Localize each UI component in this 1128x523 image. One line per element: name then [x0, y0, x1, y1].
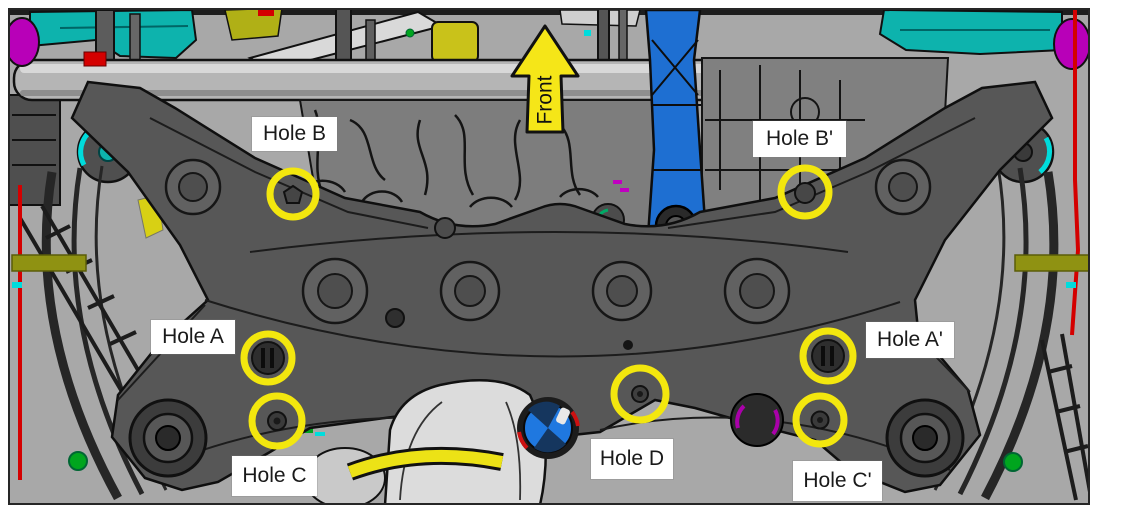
hole-a-prime-label: Hole A' [866, 322, 954, 358]
hole-b-feature [282, 184, 304, 204]
front-arrow: Front [510, 24, 580, 134]
hole-a-prime-ring [799, 327, 857, 385]
bushing-left [128, 398, 208, 478]
hole-a-label: Hole A [151, 320, 235, 354]
ball-joint [517, 397, 580, 459]
hole-c-prime-label: Hole C' [793, 461, 882, 501]
red-line-right [1070, 8, 1081, 336]
subframe-holes [251, 182, 845, 431]
hole-b-ring [266, 167, 320, 221]
green-bolt-left [68, 451, 88, 471]
hole-a-prime-feature [811, 339, 845, 373]
yellow-canister [431, 21, 479, 63]
green-bolt-right [1003, 452, 1023, 472]
hole-a-ring [240, 330, 296, 386]
hole-c-label: Hole C [232, 456, 317, 496]
hole-d-label: Hole D [591, 439, 673, 479]
red-line-left [18, 185, 22, 480]
front-arrow-label: Front [534, 75, 557, 124]
hole-b-prime-ring [777, 164, 833, 220]
hole-a-feature [251, 341, 285, 375]
yellow-band [347, 449, 504, 478]
olive-bar-left [11, 254, 87, 272]
subframe [68, 80, 1054, 494]
steering-parts [304, 379, 784, 505]
olive-bar-right [1014, 254, 1090, 272]
hole-c-ring [248, 392, 306, 450]
magenta-ring-part [730, 393, 784, 447]
teal-panel-right [878, 8, 1063, 56]
hatched-strut-right [1040, 333, 1090, 501]
hole-b-prime-label: Hole B' [753, 121, 846, 157]
magenta-part-right [1053, 18, 1090, 70]
engine-pipes [298, 109, 599, 208]
subframe-bosses [164, 140, 932, 350]
hole-d-ring [610, 364, 670, 424]
blue-bracket [644, 8, 708, 248]
magenta-part-left [8, 17, 40, 67]
hole-highlights [240, 164, 857, 450]
hole-b-label: Hole B [252, 117, 337, 151]
hole-c-prime-ring [792, 392, 848, 448]
bushing-right [885, 398, 965, 478]
hole-b-prime-feature [794, 182, 816, 204]
